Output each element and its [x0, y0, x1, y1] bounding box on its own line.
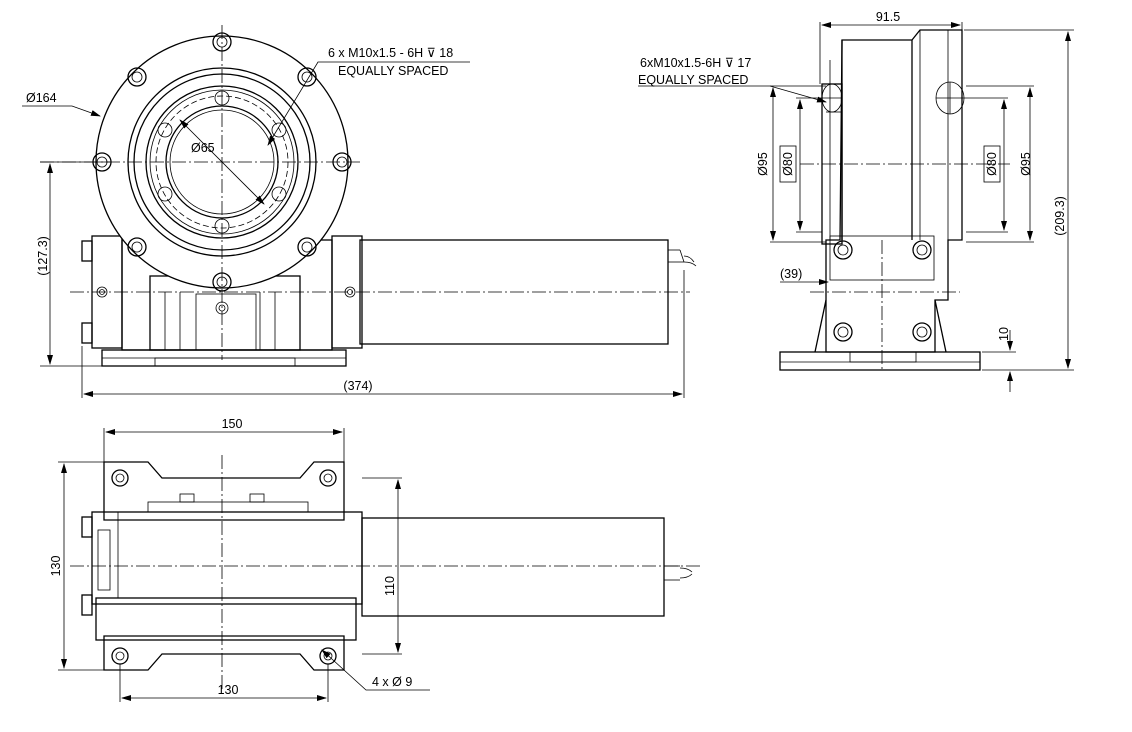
top-mount-holes-note: 4 x Ø 9 — [372, 675, 412, 689]
top-base-upper — [103, 461, 345, 521]
top-base-lower — [103, 635, 345, 671]
side-width-dim: 91.5 — [876, 10, 900, 24]
side-dia80-left: Ø80 — [781, 152, 795, 176]
flange-dia-label: Ø164 — [26, 91, 57, 105]
top-width-dim: 150 — [222, 417, 243, 431]
side-height-dim: (209.3) — [1053, 196, 1067, 236]
side-offset-dim: (39) — [780, 267, 802, 281]
front-hole-note-2: EQUALLY SPACED — [338, 64, 448, 78]
front-length-dim: (374) — [343, 379, 372, 393]
front-hole-note: 6 x M10x1.5 - 6H ⊽ 18 — [328, 46, 453, 60]
top-inner-dim: 110 — [383, 576, 397, 596]
side-hole-note: 6xM10x1.5-6H ⊽ 17 — [640, 56, 751, 70]
front-height-dim: (127.3) — [36, 236, 50, 276]
top-view: 150 130 110 130 4 x Ø 9 — [49, 417, 700, 702]
top-hole-spacing-dim: 130 — [218, 683, 239, 697]
top-motor-tube — [361, 517, 665, 617]
side-view: 91.5 6xM10x1.5-6H ⊽ 17 EQUALLY SPACED Ø9… — [638, 10, 1074, 392]
side-base — [779, 351, 981, 371]
side-dia95-left: Ø95 — [756, 152, 770, 176]
side-housing — [825, 29, 963, 353]
top-height-dim: 130 — [49, 556, 63, 577]
side-hole-note-2: EQUALLY SPACED — [638, 73, 748, 87]
front-view: Ø65 6 x M10x1.5 - 6H ⊽ 18 EQUALLY SPACED… — [22, 25, 697, 398]
side-dia95-right: Ø95 — [1019, 152, 1033, 176]
bore-dia-label: Ø65 — [191, 141, 215, 155]
cable — [683, 255, 697, 267]
side-base-dim: 10 — [997, 327, 1011, 341]
side-dia80-right: Ø80 — [985, 152, 999, 176]
